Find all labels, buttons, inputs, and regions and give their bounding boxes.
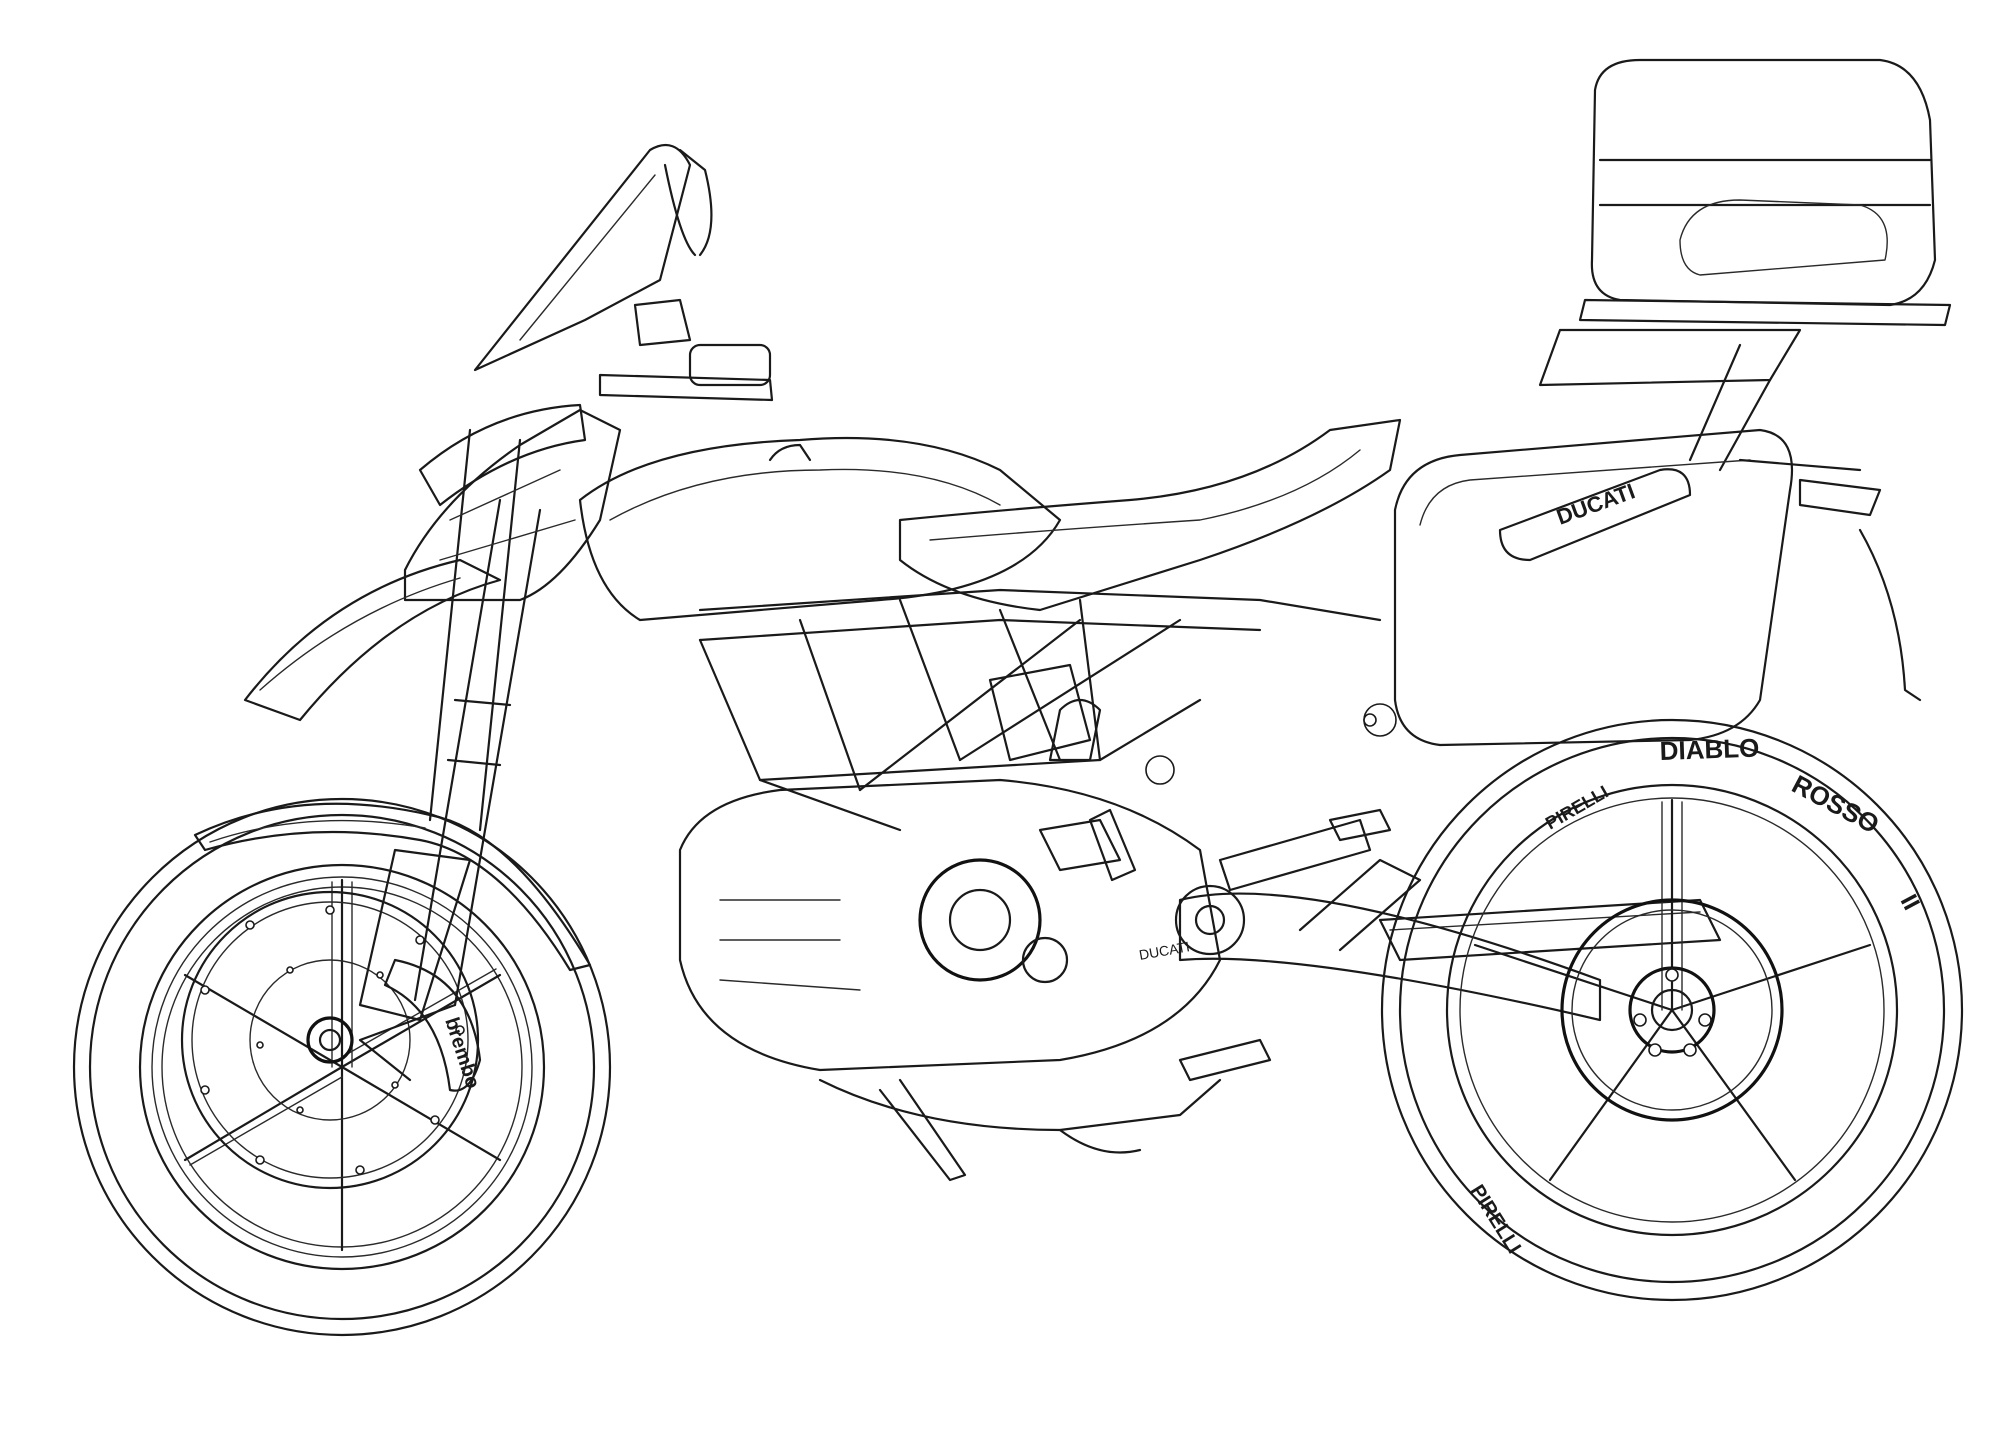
side-case: DUCATI — [1393, 428, 1794, 747]
front-wheel-spokes — [183, 878, 502, 1252]
windscreen — [473, 143, 692, 372]
front-fairing — [243, 403, 622, 722]
engine: DUCATI — [678, 663, 1377, 1072]
fuel-tank — [578, 436, 1062, 622]
rear-tire-markings: DIABLO ROSSO II PIRELLI PIRELLI — [1466, 733, 1925, 1258]
front-brake-disc — [180, 890, 480, 1190]
seat — [898, 418, 1402, 612]
rear-wheel-spokes — [1473, 798, 1872, 1182]
kickstand — [878, 1078, 967, 1182]
tire-model-ii: II — [1895, 890, 1925, 914]
footpegs — [1178, 808, 1392, 1082]
rear-sprocket — [1560, 898, 1784, 1122]
tire-model-diablo: DIABLO — [1659, 733, 1760, 766]
tire-model-rosso: ROSSO — [1787, 769, 1884, 840]
front-hub — [306, 1016, 354, 1064]
tire-brand-pirelli-1: PIRELLI — [1466, 1181, 1525, 1258]
handlebar — [598, 148, 774, 402]
rear-hub — [1628, 966, 1716, 1057]
front-fork — [358, 428, 542, 1082]
tire-brand-pirelli-2: PIRELLI — [1542, 782, 1612, 834]
luggage-rack — [1538, 328, 1802, 472]
tail-section — [1738, 458, 1922, 702]
front-fender — [193, 802, 592, 972]
trellis-frame — [698, 588, 1397, 832]
top-case — [1578, 58, 1952, 327]
rear-wheel: DIABLO ROSSO II PIRELLI PIRELLI — [1380, 718, 1964, 1302]
swingarm — [1178, 818, 1602, 1022]
